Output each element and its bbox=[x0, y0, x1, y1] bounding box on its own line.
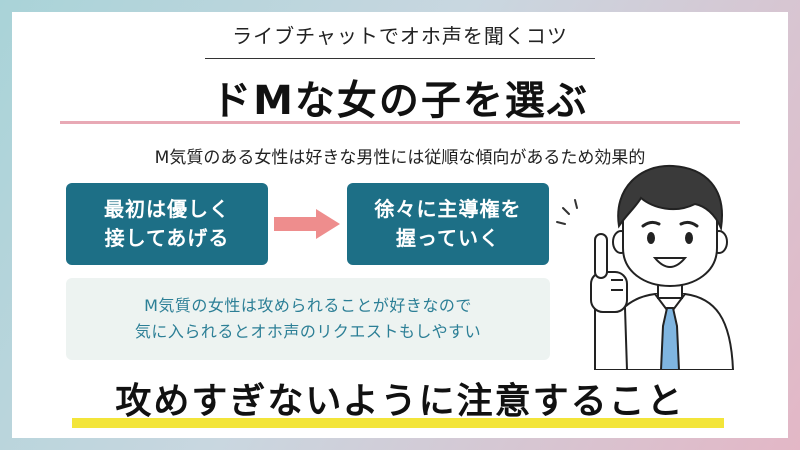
description: M気質のある女性は好きな男性には従順な傾向があるため効果的 bbox=[154, 148, 646, 168]
warning-text: 攻めすぎないように注意すること bbox=[115, 381, 685, 422]
arrow-right-icon bbox=[274, 209, 340, 239]
subtitle-underline bbox=[205, 58, 595, 59]
subtitle: ライブチャットでオホ声を聞くコツ bbox=[232, 24, 568, 48]
step-label-1: 最初は優しく 接してあげる bbox=[104, 197, 230, 250]
step-label-2: 徐々に主導権を 握っていく bbox=[374, 197, 522, 250]
warning-underline bbox=[72, 418, 724, 428]
note-text: M気質の女性は攻められることが好きなので 気に入られるとオホ声のリクエストもしや… bbox=[134, 295, 482, 341]
sparkle-icon bbox=[556, 199, 578, 225]
step-box-2: 徐々に主導権を 握っていく bbox=[347, 183, 549, 265]
step-box-1: 最初は優しく 接してあげる bbox=[66, 183, 268, 265]
note-box: M気質の女性は攻められることが好きなので 気に入られるとオホ声のリクエストもしや… bbox=[66, 278, 550, 360]
pointing-businessman-illustration bbox=[556, 164, 735, 370]
title-underline bbox=[60, 121, 740, 124]
page-title: ドMな女の子を選ぶ bbox=[211, 78, 589, 124]
